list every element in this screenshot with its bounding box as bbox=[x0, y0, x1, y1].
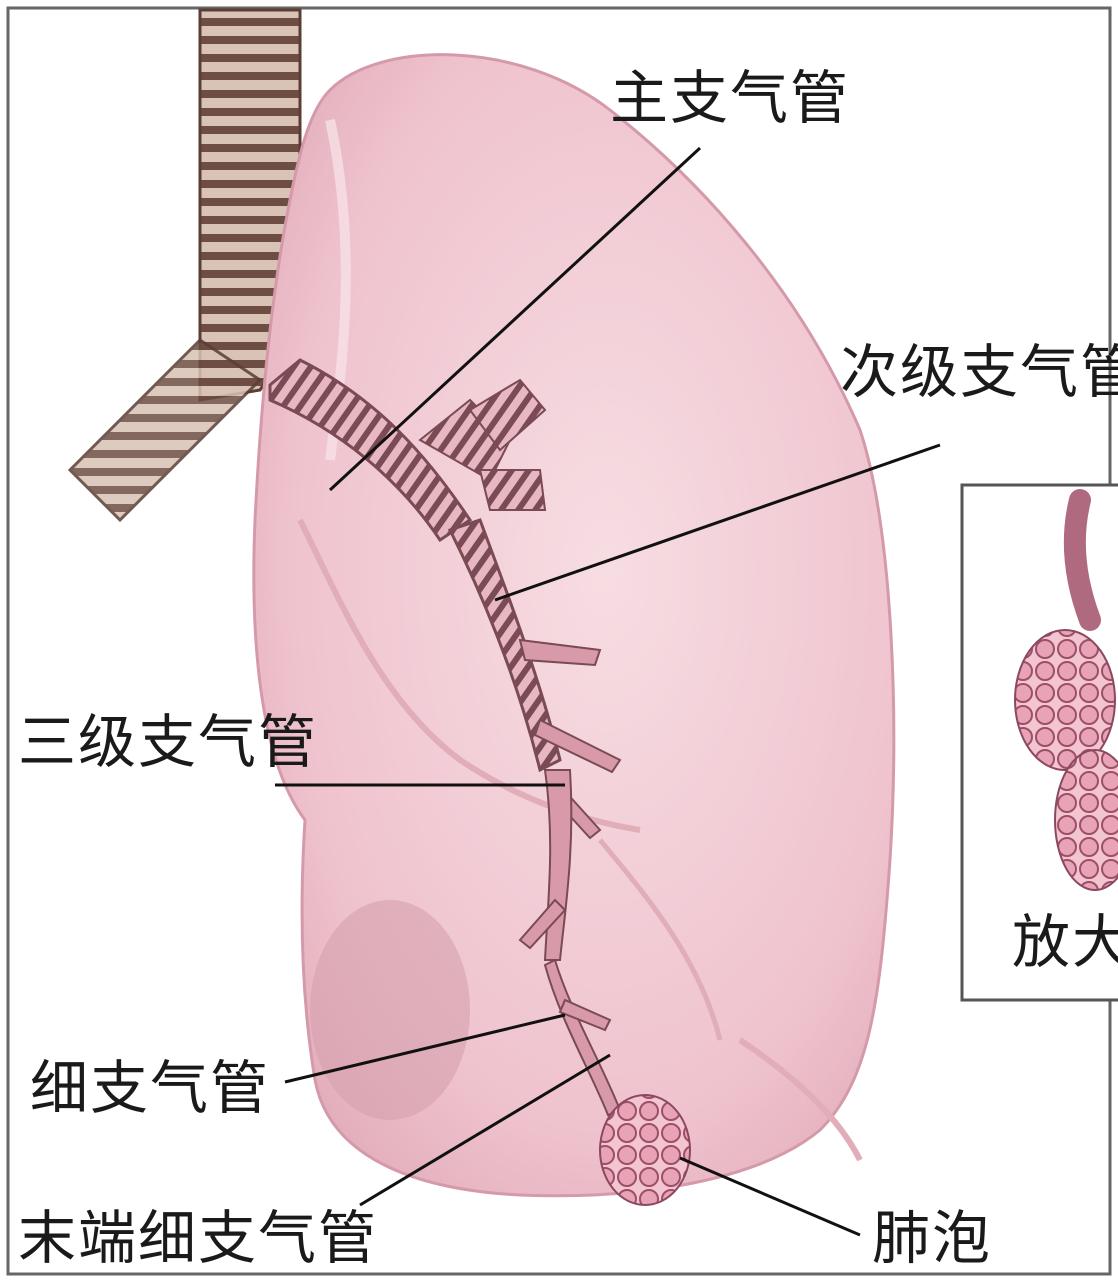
label-tertiary-bronchus: 三级支气管 bbox=[18, 708, 318, 776]
label-bronchiole: 细支气管 bbox=[30, 1054, 270, 1122]
label-secondary-bronchus: 次级支气管 bbox=[840, 338, 1118, 406]
label-magnified: 放大 bbox=[1012, 908, 1118, 976]
label-alveoli: 肺泡 bbox=[872, 1204, 992, 1272]
label-main-bronchus: 主支气管 bbox=[610, 64, 850, 132]
alveoli-cluster bbox=[600, 1095, 690, 1205]
label-terminal-bronchiole: 末端细支气管 bbox=[18, 1204, 378, 1272]
